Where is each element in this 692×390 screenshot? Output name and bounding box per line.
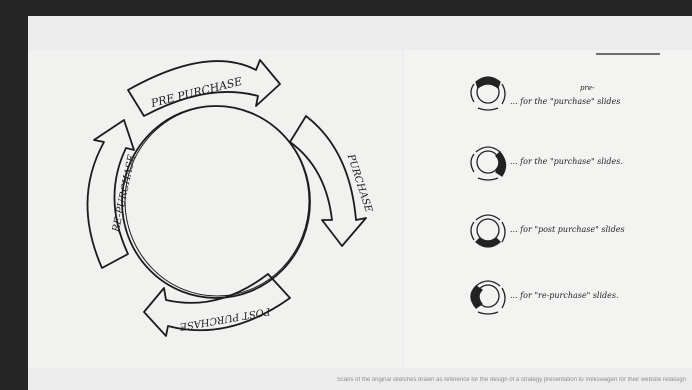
- mini-cycle-icon-top: [471, 77, 505, 110]
- image-caption: Scans of the original sketches drawn as …: [28, 377, 686, 383]
- note-text-re-purchase: ... for "re-purchase" slides.: [510, 291, 619, 300]
- cycle-center-circle: [122, 106, 310, 298]
- note-text-post-purchase: ... for "post purchase" slides: [510, 225, 625, 234]
- sketch-purchase-cycle: PRE PURCHASE PURCHASE POST PURCHASE RE-P…: [28, 50, 402, 368]
- mini-cycle-icon-left: [471, 281, 505, 314]
- sketch-slide-notes: pre- ... for the "purchase" slides ... f…: [404, 50, 692, 368]
- note-text-pre-purchase: ... for the "purchase" slides: [510, 97, 620, 106]
- note-annotation: pre-: [580, 84, 595, 92]
- mini-cycle-icon-right: [471, 147, 506, 180]
- mini-cycle-icon-bottom: [471, 215, 505, 247]
- image-frame: PRE PURCHASE PURCHASE POST PURCHASE RE-P…: [28, 16, 692, 390]
- note-text-purchase: ... for the "purchase" slides.: [510, 157, 623, 166]
